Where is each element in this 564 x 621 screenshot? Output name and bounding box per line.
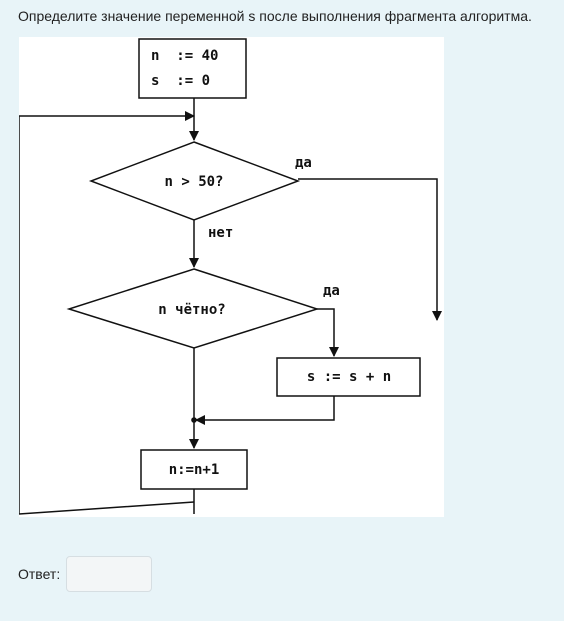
flowchart-diagram: n := 40 s := 0 n > 50? да нет n чётно? д… bbox=[19, 37, 444, 517]
init-line1: n := 40 bbox=[151, 48, 218, 64]
answer-row: Ответ: bbox=[18, 556, 153, 592]
init-box bbox=[138, 38, 247, 99]
flowchart-svg: n := 40 s := 0 n > 50? да нет n чётно? д… bbox=[19, 38, 442, 515]
cond1-no-label: нет bbox=[208, 225, 233, 241]
cond1-yes-label: да bbox=[295, 155, 312, 171]
arrow-cond2-yes bbox=[317, 308, 339, 357]
arrow-action-to-merge bbox=[195, 396, 335, 425]
arrow-cond1-yes bbox=[298, 178, 442, 321]
cond1-label: n > 50? bbox=[164, 174, 223, 190]
answer-input[interactable] bbox=[66, 556, 153, 592]
action-label: s := s + n bbox=[307, 369, 391, 385]
increment-label: n:=n+1 bbox=[169, 462, 220, 478]
increment-box bbox=[140, 449, 248, 490]
question-text: Определите значение переменной s после в… bbox=[18, 8, 532, 24]
action-box bbox=[276, 357, 421, 397]
cond2-yes-label: да bbox=[323, 283, 340, 299]
cond2-label: n чётно? bbox=[158, 302, 225, 318]
init-line2: s := 0 bbox=[151, 73, 210, 89]
loop-back-line bbox=[19, 111, 195, 515]
answer-label: Ответ: bbox=[18, 566, 61, 582]
merge-point bbox=[191, 417, 197, 423]
